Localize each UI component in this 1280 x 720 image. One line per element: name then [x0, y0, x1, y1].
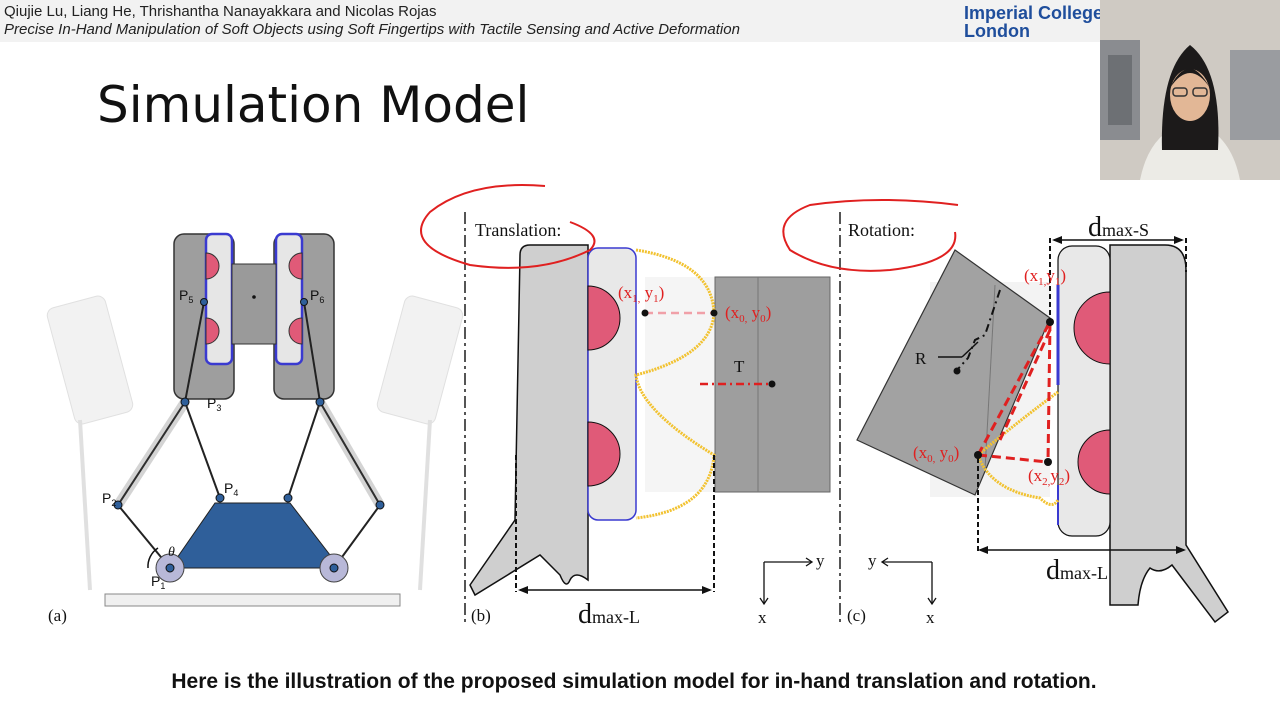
contact-triangle: [976, 321, 1052, 464]
pad-bump-c1: [1073, 291, 1111, 365]
right-pad-bump-1: [288, 252, 303, 280]
label-t: T: [734, 357, 745, 376]
axis-y-c: y: [868, 551, 877, 570]
joint-dots: [113, 298, 385, 573]
pen-circle-rotation: [782, 199, 959, 272]
left-pad-bump-2: [205, 317, 220, 345]
logo-line-1: Imperial College: [964, 3, 1104, 23]
translation-heading: Translation:: [475, 220, 561, 240]
left-pad-bump-1: [205, 252, 220, 280]
pad-bump-b2: [587, 421, 621, 487]
svg-text:θ: θ: [168, 545, 175, 560]
presenter-webcam: [1100, 0, 1280, 180]
axes-c: [880, 557, 937, 606]
deformation-profile-c: [976, 390, 1060, 506]
header-bar: Qiujie Lu, Liang He, Thrishantha Nanayak…: [0, 0, 1100, 42]
palm-base: [169, 502, 342, 569]
right-pad-bump-2: [288, 317, 303, 345]
point-x1-b: [641, 309, 649, 317]
point-x0-c: [974, 451, 982, 459]
svg-text:P6: P6: [310, 287, 324, 305]
dimension-label-c-bottom: dmax-L: [1046, 555, 1108, 586]
axes-b: [759, 557, 814, 606]
svg-text:P2: P2: [102, 490, 116, 508]
svg-text:P4: P4: [224, 480, 238, 498]
webcam-image: [1100, 0, 1280, 180]
svg-text:P5: P5: [179, 287, 193, 305]
slide-title: Simulation Model: [97, 76, 530, 134]
point-x2-c: [1044, 458, 1052, 466]
finger-c: [1109, 244, 1229, 624]
slide-caption: Here is the illustration of the proposed…: [171, 670, 1097, 693]
point-x0-b: [710, 309, 718, 317]
axis-x-b: x: [758, 608, 767, 627]
panel-label-b: (b): [471, 606, 491, 625]
finger-b: [469, 244, 589, 597]
rotated-object: [856, 249, 1051, 496]
linkage-bars: [117, 301, 381, 569]
figure-b: Translation: (x1, y1) (x0, y0) T dmax-L …: [464, 212, 831, 630]
figure-c: Rotation: dmax-S dmax-L R (x1,y1) (x0, y…: [839, 212, 1229, 627]
deformation-profile-b: [634, 248, 716, 520]
pen-annotations: [420, 184, 959, 272]
label-x0y0-b: (x0, y0): [725, 303, 771, 325]
dimension-label-b: dmax-L: [578, 599, 640, 630]
rotation-heading: Rotation:: [848, 220, 915, 240]
rotation-marker: [956, 289, 1001, 371]
axis-y-b: y: [816, 551, 825, 570]
pen-circle-translation: [420, 184, 596, 269]
figure-a: P5 P6 P3 P4 P2 P1 θ (a): [46, 232, 464, 625]
paper-authors: Qiujie Lu, Liang He, Thrishantha Nanayak…: [4, 3, 437, 20]
panel-label-a: (a): [48, 606, 67, 625]
panel-label-c: (c): [847, 606, 866, 625]
pad-bump-c2: [1077, 429, 1111, 495]
label-x1y1-b: (x1, y1): [618, 283, 664, 305]
pad-bump-b1: [587, 285, 621, 351]
label-r: R: [915, 349, 927, 368]
paper-title: Precise In-Hand Manipulation of Soft Obj…: [4, 21, 740, 38]
label-x2y2-c: (x2,y2): [1028, 466, 1070, 488]
svg-text:P3: P3: [207, 395, 221, 413]
held-object: [231, 263, 277, 345]
logo-line-2: London: [964, 21, 1030, 41]
base-plate: [104, 593, 401, 607]
translated-object: [714, 276, 831, 493]
label-x1y1-c: (x1,y1): [1024, 266, 1066, 288]
ghost-fingers: [46, 295, 464, 591]
label-x0y0-c: (x0, y0): [913, 443, 959, 465]
dimension-label-c-top: dmax-S: [1088, 212, 1149, 243]
theta-arc: [147, 547, 159, 569]
svg-text:P1: P1: [151, 573, 165, 591]
imperial-college-logo: Imperial College London: [964, 4, 1103, 40]
axis-x-c: x: [926, 608, 935, 627]
point-labels: P5 P6 P3 P4 P2 P1 θ: [102, 287, 324, 591]
